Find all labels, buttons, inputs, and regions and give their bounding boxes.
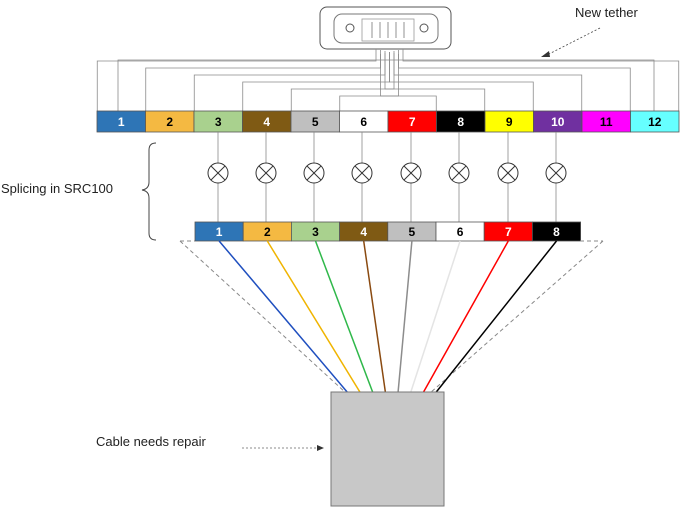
tether-route-line [290,53,395,111]
splice-brace [141,142,157,241]
tether-core-label: 8 [457,115,464,129]
cable-wire-6 [409,240,461,394]
cable-wire-8 [434,240,558,394]
new-tether-arrow [546,27,601,56]
damaged-cable-block [330,391,445,507]
cable-core-label: 3 [312,225,319,239]
new-tether-arrowhead [541,51,550,57]
tether-core-label: 2 [166,115,173,129]
cable-wire-1 [218,240,349,394]
tether-route-line [339,54,399,111]
cable-core-label: 5 [409,225,416,239]
tether-core-label: 5 [312,115,319,129]
tether-core-label: 1 [118,115,125,129]
cable-core-label: 7 [505,225,512,239]
cable-wire-4 [362,240,387,394]
cable-fan-wires [218,240,558,394]
tether-core-label: 9 [506,115,513,129]
tether-route-line [384,53,486,111]
tether-core-label: 4 [263,115,270,129]
cable-wire-7 [422,240,509,394]
tether-core-label: 6 [360,115,367,129]
tether-route-line [96,49,377,111]
tether-route-line [380,54,437,111]
cable-core-label: 6 [457,225,464,239]
cable-wire-3 [314,240,374,394]
splice-markers [207,132,567,222]
tether-route-line [389,52,534,111]
cable-core-label: 1 [216,225,223,239]
splicing-label: Splicing in SRC100 [1,181,113,196]
tether-core-label: 3 [215,115,222,129]
tether-outer-frame [117,59,655,111]
tether-core-label: 12 [648,115,662,129]
cable-wire-5 [397,240,413,394]
cable-core-label: 2 [264,225,271,239]
new-tether-label: New tether [575,5,639,20]
tether-core-12 [630,110,680,133]
cable-core-strip: 1 2 3 4 5 6 7 8 [194,221,582,242]
cable-core-label: 8 [553,225,560,239]
tether-core-label: 10 [551,115,565,129]
tether-route-line [398,50,631,111]
tether-connector [319,6,452,50]
fan-outline-right [429,240,604,394]
cable-repair-arrowhead [317,445,324,451]
tether-routing-lines [96,49,680,111]
cable-wire-2 [266,240,362,394]
tether-core-label: 11 [600,115,613,129]
tether-route-line [402,49,680,111]
tether-core-label: 7 [409,115,416,129]
cable-repair-label: Cable needs repair [96,434,207,449]
tether-route-line [145,50,381,111]
cable-core-label: 4 [360,225,367,239]
fan-outline-left [179,240,347,394]
